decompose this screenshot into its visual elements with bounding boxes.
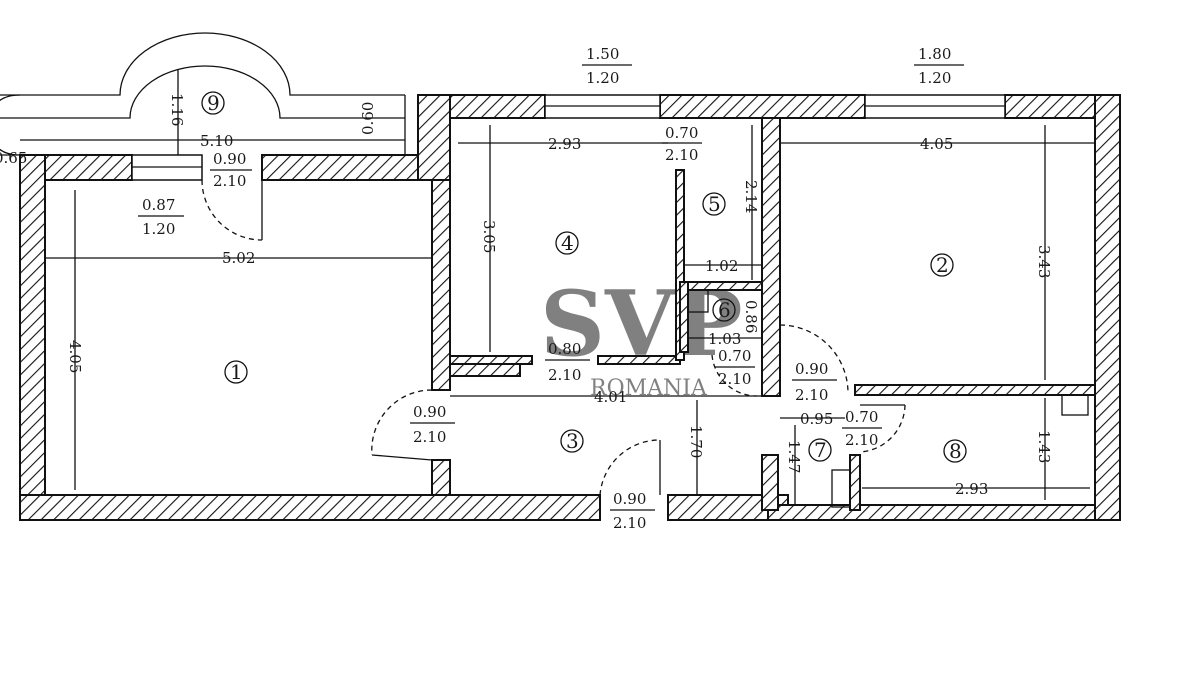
room2-depth-label: 3.43 <box>1035 245 1053 278</box>
door-height-label: 2.10 <box>413 428 446 446</box>
doors <box>201 169 906 496</box>
window-width-label: 1.80 <box>918 45 951 63</box>
window-height-label: 1.20 <box>586 69 619 87</box>
door-height-label: 2.10 <box>548 366 581 384</box>
cabinet <box>1061 394 1089 416</box>
balcony-wall-label: 0.60 <box>359 102 377 135</box>
wall-segment <box>761 454 779 511</box>
room6-depth-label: 0.86 <box>742 300 760 333</box>
wall-segment <box>449 355 533 365</box>
door-height-label: 2.10 <box>665 146 698 164</box>
balcony-outline <box>0 32 406 158</box>
room5-depth-label: 2.14 <box>742 180 760 213</box>
room-marker-1: 1 <box>224 360 248 384</box>
door-height-label: 2.10 <box>718 370 751 388</box>
door-width-label: 0.80 <box>548 340 581 358</box>
svg-text:4: 4 <box>561 231 574 255</box>
hall-length-label: 4.01 <box>594 388 627 406</box>
svg-text:5: 5 <box>708 192 721 216</box>
balcony-width-label: 5.10 <box>200 132 233 150</box>
window-height-label: 1.20 <box>918 69 951 87</box>
wall-segment <box>854 384 1096 396</box>
room7-depth-label: 1.47 <box>785 440 803 473</box>
window-width-label: 1.50 <box>586 45 619 63</box>
svg-text:1: 1 <box>230 360 243 384</box>
window-labels: 1.50 1.20 1.80 1.20 <box>582 45 964 87</box>
door-swing <box>859 404 906 453</box>
dimension-labels: 5.02 4.05 5.10 1.16 0.60 0.65 2.93 3.05 … <box>0 93 1053 498</box>
room4-width-label: 2.93 <box>548 135 581 153</box>
windows <box>131 94 1006 181</box>
wall-segment <box>679 281 763 291</box>
shower-tray <box>687 289 709 313</box>
wall-segment <box>431 179 451 391</box>
door-height-label: 2.10 <box>845 431 878 449</box>
room1-width-label: 5.02 <box>222 249 255 267</box>
svg-text:7: 7 <box>814 438 827 462</box>
room-marker-6: 6 <box>712 298 736 322</box>
room-marker-8: 8 <box>943 439 967 463</box>
wall-segment <box>761 117 781 397</box>
door-width-label: 0.90 <box>213 150 246 168</box>
cabinet <box>831 469 851 508</box>
wall-segment <box>767 504 1121 521</box>
hall-depth-label: 1.70 <box>687 425 705 458</box>
door-swing <box>371 389 433 456</box>
door-width-label: 0.90 <box>795 360 828 378</box>
svg-text:3: 3 <box>566 429 579 453</box>
room-marker-4: 4 <box>555 231 579 255</box>
door-height-label: 2.10 <box>795 386 828 404</box>
balcony-side-label: 0.65 <box>0 149 27 167</box>
watermark-sub: ROMANIA <box>590 376 708 401</box>
wall-segment <box>1094 94 1121 521</box>
room4-depth-label: 3.05 <box>480 220 498 253</box>
svg-text:6: 6 <box>718 298 731 322</box>
walls <box>19 94 1121 521</box>
room6-width-label: 1.03 <box>708 330 741 348</box>
room-marker-2: 2 <box>930 253 954 277</box>
balcony-depth-label: 1.16 <box>168 93 186 126</box>
room8-depth-label: 1.43 <box>1035 430 1053 463</box>
door-swing <box>201 179 263 241</box>
wall-segment <box>449 363 521 377</box>
door-width-label: 0.70 <box>718 347 751 365</box>
wall-segment <box>659 94 866 119</box>
room-marker-7: 7 <box>808 438 832 462</box>
wall-segment <box>19 154 46 521</box>
wall-segment <box>597 355 681 365</box>
wall-segment <box>261 154 433 181</box>
wall-segment <box>849 454 861 511</box>
door-width-label: 0.70 <box>845 408 878 426</box>
door-swing <box>599 439 661 496</box>
wall-segment <box>417 94 451 181</box>
wall-segment <box>19 494 601 521</box>
room-marker-5: 5 <box>702 192 726 216</box>
wall-segment <box>679 281 689 353</box>
svg-text:2: 2 <box>936 253 949 277</box>
door-height-label: 2.10 <box>213 172 246 190</box>
room5-width-label: 1.02 <box>705 257 738 275</box>
door-width-label: 0.90 <box>413 403 446 421</box>
room7-width-label: 0.95 <box>800 410 833 428</box>
room8-width-label: 2.93 <box>955 480 988 498</box>
door-labels: 0.90 2.10 0.87 1.20 0.80 2.10 0.90 2.10 … <box>138 124 882 532</box>
door-width-label: 0.70 <box>665 124 698 142</box>
door-swing <box>779 324 849 394</box>
window-width-label: 0.87 <box>142 196 175 214</box>
fixtures <box>687 289 1089 508</box>
room-marker-3: 3 <box>560 429 584 453</box>
wall-segment <box>431 459 451 496</box>
door-height-label: 2.10 <box>613 514 646 532</box>
room-numbers: 1 2 3 4 5 6 7 8 <box>201 91 967 463</box>
room2-width-label: 4.05 <box>920 135 953 153</box>
room-marker-9: 9 <box>201 91 225 115</box>
door-width-label: 0.90 <box>613 490 646 508</box>
dimension-lines <box>20 70 1095 505</box>
room1-depth-label: 4.05 <box>66 340 84 373</box>
svg-text:8: 8 <box>949 439 962 463</box>
window-height-label: 1.20 <box>142 220 175 238</box>
svg-text:9: 9 <box>207 91 220 115</box>
